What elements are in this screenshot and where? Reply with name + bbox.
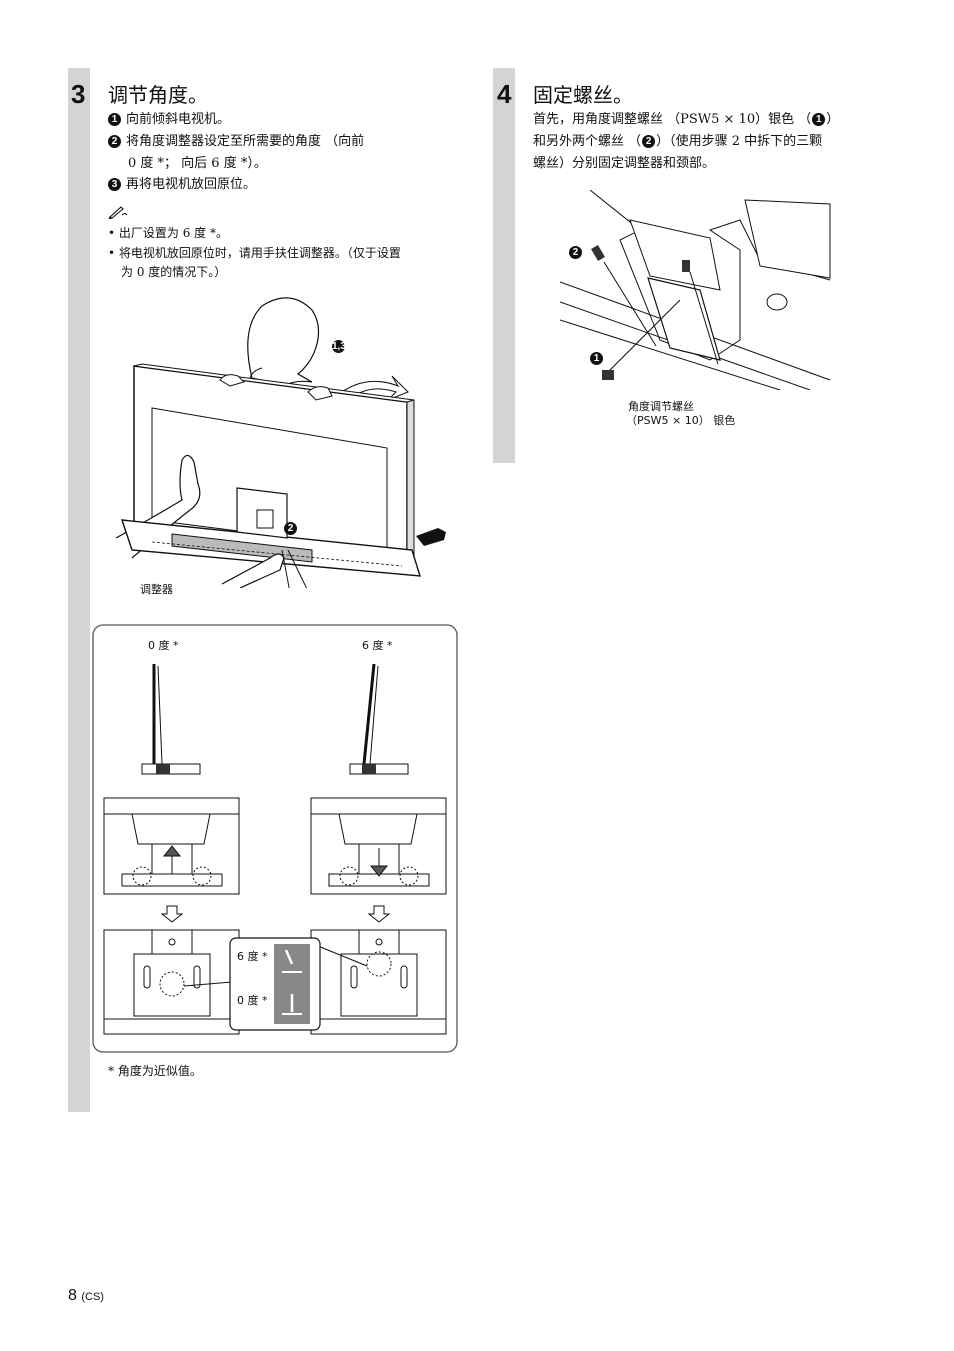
callout-1-3: 1,3: [332, 340, 346, 353]
inset-label-6deg: 6 度 *: [237, 950, 268, 963]
circled-number-2-icon: 2: [642, 135, 656, 148]
footnote: * 角度为近似值。: [108, 1064, 202, 1078]
step4-line-2: 和另外两个螺丝 （2）（使用步骤 2 中拆下的三颗: [533, 134, 823, 149]
screw-fixing-illustration: [560, 190, 831, 390]
screw-label-spec: （PSW5 × 10） 银色: [626, 414, 736, 427]
screw-label-name: 角度调节螺丝: [628, 400, 694, 413]
label-adjuster: 调整器: [140, 583, 173, 596]
tv-tilt-illustration: [115, 297, 446, 588]
step3-note-1: • 出厂设置为 6 度 *。: [108, 226, 228, 240]
step3-title: 调节角度。: [108, 83, 208, 107]
callout-screw-1: 1: [590, 352, 603, 366]
step3-sidebar: [68, 68, 90, 1112]
circled-number-2-icon: 2: [108, 135, 121, 148]
circled-number-1-icon: 1: [812, 113, 826, 126]
page-number: 8 (CS): [68, 1287, 104, 1304]
label-0deg: 0 度 *: [148, 639, 179, 652]
step4-number: 4: [497, 79, 512, 109]
step3-note-2-cont: 为 0 度的情况下。）: [121, 265, 227, 279]
step3-item-2-cont: 0 度 *； 向后 6 度 *）。: [128, 156, 267, 171]
step3-number: 3: [71, 79, 86, 109]
angle-detail-frame: [92, 624, 458, 1053]
circled-number-3-icon: 3: [108, 178, 121, 191]
circled-number-1-icon: 1: [108, 113, 121, 126]
step4-line-1: 首先，用角度调整螺丝 （PSW5 × 10）银色 （1）: [533, 112, 840, 127]
callout-2-adjuster: 2: [284, 522, 297, 536]
step3-note-2: • 将电视机放回原位时，请用手扶住调整器。（仅于设置: [108, 246, 401, 260]
pencil-note-icon: [108, 206, 128, 219]
label-6deg: 6 度 *: [362, 639, 393, 652]
inset-label-0deg: 0 度 *: [237, 994, 268, 1007]
step4-title: 固定螺丝。: [533, 83, 633, 107]
step4-line-3: 螺丝）分别固定调整器和颈部。: [533, 156, 716, 171]
step4-sidebar: [493, 68, 515, 463]
callout-screw-2: 2: [569, 246, 582, 260]
